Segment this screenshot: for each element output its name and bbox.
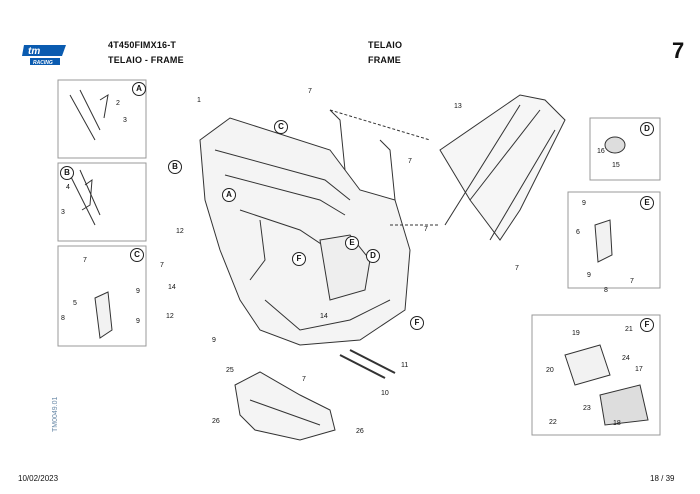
part-number: 17 [635,366,643,373]
part-number: 3 [61,209,65,216]
part-number: 2 [116,100,120,107]
callout-b: B [168,160,182,174]
callout-d: D [366,249,380,263]
detail-callout-a: A [132,82,146,96]
part-number: 22 [549,419,557,426]
footer-date: 10/02/2023 [18,474,59,483]
callout-f-left: F [292,252,306,266]
callout-c: C [274,120,288,134]
part-number: 9 [136,288,140,295]
detail-callout-c: C [130,248,144,262]
part-number: 6 [576,229,580,236]
drawing-code: TM0049.01 [52,396,59,432]
part-number: 7 [408,158,412,165]
part-number: 12 [166,313,174,320]
part-number: 10 [381,390,389,397]
part-number: 26 [212,418,220,425]
svg-text:tm: tm [28,46,40,57]
part-number: 14 [320,313,328,320]
part-number: 21 [625,326,633,333]
model-code: 4T450FIMX16-T [108,40,177,50]
detail-callout-d: D [640,122,654,136]
part-number: 7 [424,226,428,233]
detail-callout-e: E [640,196,654,210]
part-number: 9 [582,200,586,207]
part-number: 8 [61,315,65,322]
callout-f-main: F [410,316,424,330]
part-number: 9 [212,337,216,344]
part-number: 18 [613,420,621,427]
part-number: 7 [160,262,164,269]
part-number: 26 [356,428,364,435]
tm-racing-logo-icon: tm RACING [22,45,66,66]
callout-e: E [345,236,359,250]
part-number: 14 [168,284,176,291]
part-number: 7 [308,88,312,95]
part-number: 15 [612,162,620,169]
part-number: 24 [622,355,630,362]
part-number: 16 [597,148,605,155]
part-number: 7 [302,376,306,383]
part-number: 20 [546,367,554,374]
part-number: 7 [630,278,634,285]
section-title: TELAIO - FRAME [108,55,184,65]
part-number: 12 [176,228,184,235]
part-number: 9 [587,272,591,279]
part-number: 3 [123,117,127,124]
part-number: 7 [515,265,519,272]
title-italian: TELAIO [368,40,403,50]
footer-page: 18 / 39 [650,474,675,483]
detail-callout-b: B [60,166,74,180]
section-number: 7 [672,38,685,63]
part-number: 5 [73,300,77,307]
part-number: 4 [66,184,70,191]
part-number: 23 [583,405,591,412]
part-number: 9 [136,318,140,325]
part-number: 8 [604,287,608,294]
svg-text:RACING: RACING [33,60,53,66]
part-number: 1 [197,97,201,104]
part-number: 13 [454,103,462,110]
part-number: 19 [572,330,580,337]
part-number: 7 [83,257,87,264]
part-number: 25 [226,367,234,374]
title-english: FRAME [368,55,401,65]
part-number: 11 [401,362,409,369]
detail-callout-f: F [640,318,654,332]
callout-a: A [222,188,236,202]
brand-logo: tm RACING [22,42,68,68]
